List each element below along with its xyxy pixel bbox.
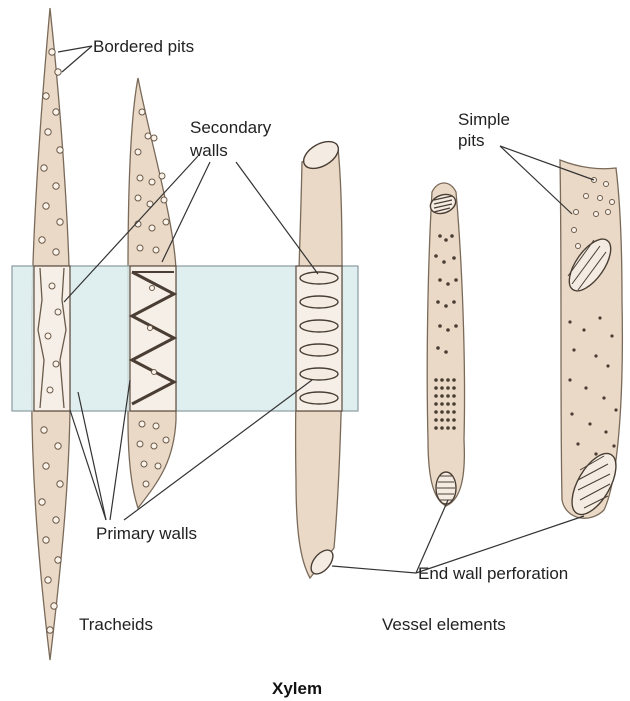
label-simple-pits-line1: Simple (458, 110, 510, 129)
label-xylem: Xylem (272, 679, 322, 698)
vessel-element-wide (560, 160, 625, 521)
label-primary-walls: Primary walls (96, 524, 197, 543)
end-wall-perforation-narrow (436, 472, 456, 504)
label-end-wall-perforation: End wall perforation (418, 564, 568, 583)
label-tracheids: Tracheids (79, 615, 153, 634)
label-secondary-walls-line1: Secondary (190, 118, 272, 137)
tracheid-right-cutaway (130, 266, 176, 411)
label-simple-pits-line2: pits (458, 131, 484, 150)
label-vessel-elements: Vessel elements (382, 615, 506, 634)
vessel-element-narrow (427, 183, 464, 506)
vessel-center-cutaway (296, 266, 342, 411)
label-bordered-pits: Bordered pits (93, 37, 194, 56)
tracheid-left-cutaway (34, 266, 70, 411)
label-secondary-walls-line2: walls (189, 141, 228, 160)
